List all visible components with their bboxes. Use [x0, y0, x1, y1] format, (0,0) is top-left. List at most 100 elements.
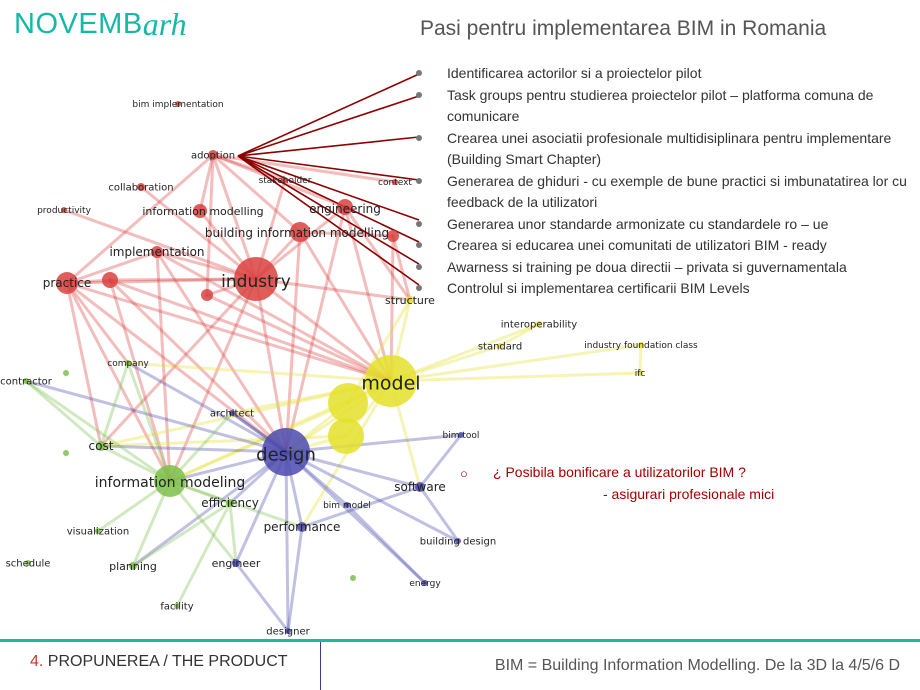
network-edge	[24, 379, 288, 454]
network-term-label: industry foundation class	[584, 341, 698, 351]
network-edge	[24, 379, 103, 448]
network-node	[458, 432, 464, 438]
network-node	[406, 296, 414, 304]
network-edge	[65, 281, 103, 448]
network-term-label: stakeholder	[259, 176, 312, 186]
network-term-label: visualization	[67, 527, 129, 538]
network-edge	[108, 278, 393, 383]
network-node	[392, 179, 398, 185]
network-edge	[168, 479, 304, 529]
network-edge	[498, 322, 541, 348]
network-node	[497, 343, 503, 349]
network-node	[201, 289, 213, 301]
network-edge	[284, 450, 427, 585]
network-term-label: contractor	[0, 377, 53, 388]
section-number: 4.	[30, 653, 44, 670]
network-node	[56, 272, 78, 294]
network-node	[137, 183, 145, 191]
network-node	[174, 603, 180, 609]
network-node	[328, 383, 368, 423]
step-connector-line	[237, 73, 420, 157]
network-term-label: planning	[109, 560, 157, 573]
network-term-label: company	[107, 359, 149, 369]
network-node	[61, 207, 67, 213]
bullet-icon	[416, 242, 422, 248]
network-node	[262, 428, 310, 476]
step-connector-line	[237, 155, 420, 243]
network-node	[208, 150, 218, 160]
network-node	[337, 199, 353, 215]
step-connector-line	[237, 155, 420, 181]
network-node	[102, 272, 118, 288]
network-node	[193, 204, 207, 218]
network-edge	[139, 185, 258, 281]
step-item: Identificarea actorilor si a proiectelor…	[416, 63, 916, 85]
step-item: Generarea unor standarde armonizate cu s…	[416, 214, 916, 236]
network-edge	[211, 153, 302, 234]
step-text: Generarea de ghiduri - cu exemple de bun…	[447, 172, 907, 211]
bullet-icon	[416, 285, 422, 291]
network-node	[637, 370, 643, 376]
network-edge	[62, 208, 258, 281]
step-text: Crearea unei asociatii profesionale mult…	[447, 129, 892, 168]
network-edge	[228, 501, 238, 565]
network-term-label: facility	[160, 602, 193, 613]
network-edge	[24, 379, 172, 483]
network-term-label: software	[394, 480, 446, 494]
logo-script: arh	[142, 6, 187, 42]
network-edge	[391, 234, 412, 302]
network-term-label: efficiency	[201, 496, 259, 510]
note-answer: - asigurari profesionale mici	[603, 486, 775, 502]
step-connector-line	[237, 155, 420, 221]
network-edge	[126, 361, 172, 483]
network-term-label: bim tool	[443, 431, 480, 441]
network-edge	[300, 379, 393, 529]
network-edge	[418, 433, 463, 489]
footer-vertical-divider	[320, 642, 321, 690]
network-node	[455, 538, 461, 544]
network-edge	[99, 277, 258, 448]
network-edge	[99, 444, 288, 454]
network-node	[229, 410, 235, 416]
note-question: ¿ Posibila bonificare a utilizatorilor B…	[493, 464, 746, 480]
network-edge	[65, 281, 288, 454]
step-text: Task groups pentru studierea proiectelor…	[447, 86, 874, 125]
network-edge	[108, 277, 258, 282]
network-node	[63, 450, 69, 456]
network-node	[422, 580, 428, 586]
network-node	[129, 562, 137, 570]
section-title: PROPUNEREA / THE PRODUCT	[43, 653, 288, 670]
network-term-label: energy	[409, 579, 441, 589]
network-term-label: practice	[43, 276, 92, 290]
network-node	[175, 101, 181, 107]
network-edge	[65, 281, 172, 483]
network-term-label: productivity	[37, 206, 91, 216]
network-nodes	[23, 101, 644, 634]
network-edge	[284, 205, 347, 454]
circle-bullet-icon: ○	[460, 466, 468, 481]
network-edge	[108, 278, 288, 454]
bullet-icon	[416, 91, 422, 98]
adoption-to-steps-connectors	[237, 73, 420, 286]
network-term-label: bim model	[323, 501, 371, 511]
network-edge	[234, 561, 290, 633]
network-edge	[211, 153, 287, 182]
step-connector-line	[237, 95, 420, 157]
network-term-label: engineer	[212, 557, 261, 570]
network-term-label: standard	[478, 342, 522, 353]
network-edge	[65, 281, 393, 383]
slide-title: Pasi pentru implementarea BIM in Romania	[420, 17, 827, 40]
network-node	[151, 246, 163, 258]
network-term-label: model	[361, 373, 420, 395]
network-edge	[300, 485, 422, 529]
network-edge	[126, 361, 393, 383]
network-node	[290, 222, 310, 242]
bullet-icon	[416, 263, 422, 270]
bullet-icon	[416, 134, 422, 141]
step-item: Task groups pentru studierea proiectelor…	[416, 85, 916, 128]
step-item: Crearea unei asociatii profesionale mult…	[416, 128, 916, 171]
network-edge	[389, 371, 642, 383]
network-node	[638, 342, 644, 348]
step-text: Identificarea actorilor si a proiectelor…	[447, 65, 702, 81]
network-edge	[254, 277, 288, 454]
